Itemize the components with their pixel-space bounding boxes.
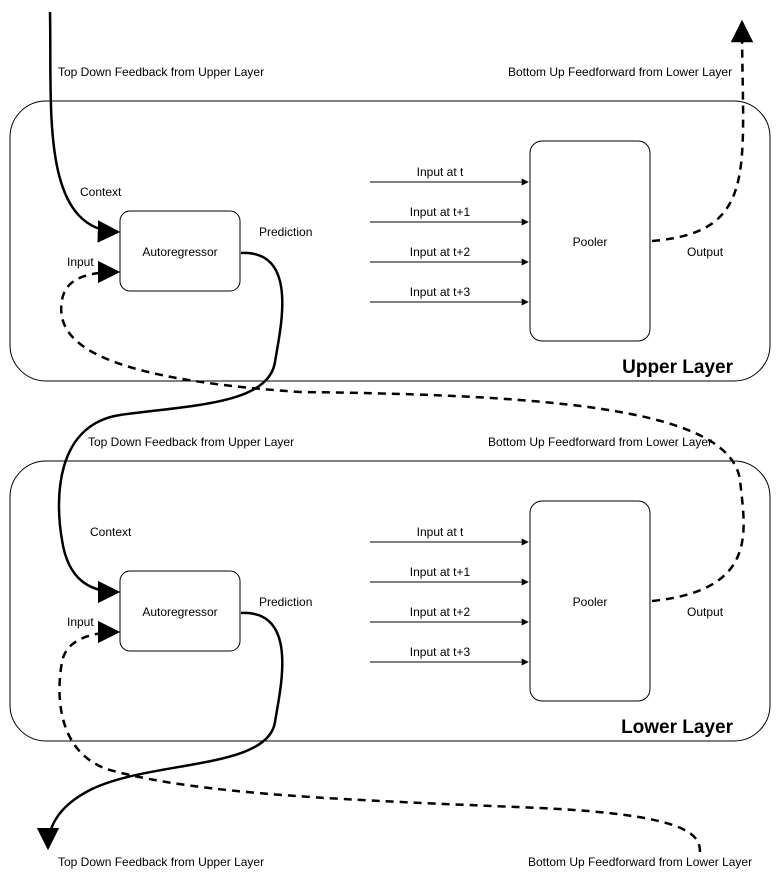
lower-input-label: Input [67, 615, 94, 629]
upper-autoregressor-box[interactable] [119, 210, 241, 292]
lower-context-label: Context [90, 525, 132, 539]
upper-context-label: Context [80, 185, 122, 199]
upper-bottom-up-label: Bottom Up Feedforward from Lower Layer [508, 65, 732, 79]
upper-context-arrow [48, 11, 121, 243]
lower-prediction-label: Prediction [259, 595, 312, 609]
upper-input-t1-label: Input at t+1 [410, 205, 471, 219]
upper-input-t3-label: Input at t+3 [410, 285, 471, 299]
lower-input-t3-label: Input at t+3 [410, 645, 471, 659]
lower-output-label: Output [687, 605, 724, 619]
lower-layer-title: Lower Layer [621, 717, 734, 738]
lower-pooler-label: Pooler [573, 595, 608, 609]
upper-input-t2-label: Input at t+2 [410, 245, 471, 259]
upper-prediction-arrow [57, 251, 284, 604]
lower-input-t-label: Input at t [417, 525, 464, 539]
upper-pooler-label: Pooler [573, 235, 608, 249]
lower-input-t1-label: Input at t+1 [410, 565, 471, 579]
footer-bottom-up-label: Bottom Up Feedforward from Lower Layer [528, 855, 752, 869]
lower-autoregressor-box[interactable] [119, 570, 241, 652]
upper-autoregressor-label: Autoregressor [142, 245, 217, 259]
upper-prediction-label: Prediction [259, 225, 312, 239]
lower-output-to-upper-input [59, 260, 745, 603]
bottom-up-to-lower-input [58, 620, 702, 853]
lower-input-t2-label: Input at t+2 [410, 605, 471, 619]
footer-top-down-label: Top Down Feedback from Upper Layer [58, 855, 264, 869]
upper-input-t-label: Input at t [417, 165, 464, 179]
lower-pooler-box[interactable] [529, 500, 651, 702]
lower-top-down-label: Top Down Feedback from Upper Layer [88, 435, 294, 449]
lower-bottom-up-label: Bottom Up Feedforward from Lower Layer [488, 435, 712, 449]
upper-pooler-box[interactable] [529, 140, 651, 342]
upper-input-label: Input [67, 255, 94, 269]
upper-layer-title: Upper Layer [622, 357, 733, 378]
lower-autoregressor-label: Autoregressor [142, 605, 217, 619]
upper-top-down-label: Top Down Feedback from Upper Layer [58, 65, 264, 79]
lower-prediction-arrow [36, 611, 284, 851]
upper-output-label: Output [687, 245, 724, 259]
